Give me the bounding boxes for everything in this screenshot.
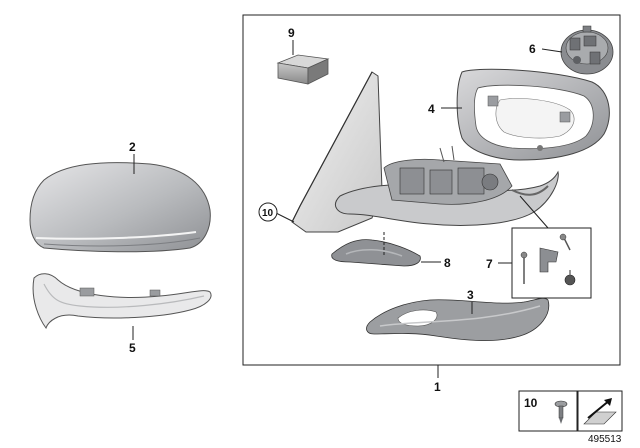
arrow-icon [583, 398, 617, 425]
label-part-3: 3 [467, 288, 474, 302]
part-8-cover-illustration [331, 239, 421, 267]
label-part-10-circled: 10 [262, 208, 274, 219]
label-part-7: 7 [486, 257, 493, 271]
label-part-5: 5 [129, 341, 136, 355]
legend-label-part-10: 10 [524, 396, 538, 410]
part-7-fasteners-illustration [520, 233, 576, 286]
part-9-pad-illustration [276, 54, 330, 85]
legend-box [518, 390, 578, 432]
part-5-indicator-illustration [32, 273, 212, 330]
part-3-trim-illustration [366, 297, 550, 342]
screw-icon [554, 400, 568, 424]
label-part-2: 2 [129, 140, 136, 154]
assembly-frame [242, 14, 621, 366]
part-4-carrier-illustration [456, 68, 610, 161]
label-part-8: 8 [444, 256, 451, 270]
label-part-1: 1 [434, 380, 441, 394]
circled-label-ring [258, 202, 278, 222]
diagram-number: 495513 [588, 434, 622, 445]
label-part-4: 4 [428, 102, 435, 116]
part-2-cap-illustration [29, 162, 211, 253]
label-part-6: 6 [529, 42, 536, 56]
mirror-base-illustration [335, 145, 559, 226]
part-7-detail-box [511, 227, 592, 299]
label-part-9: 9 [288, 26, 295, 40]
part-6-actuator-illustration [560, 25, 614, 75]
nav-box [577, 390, 623, 432]
